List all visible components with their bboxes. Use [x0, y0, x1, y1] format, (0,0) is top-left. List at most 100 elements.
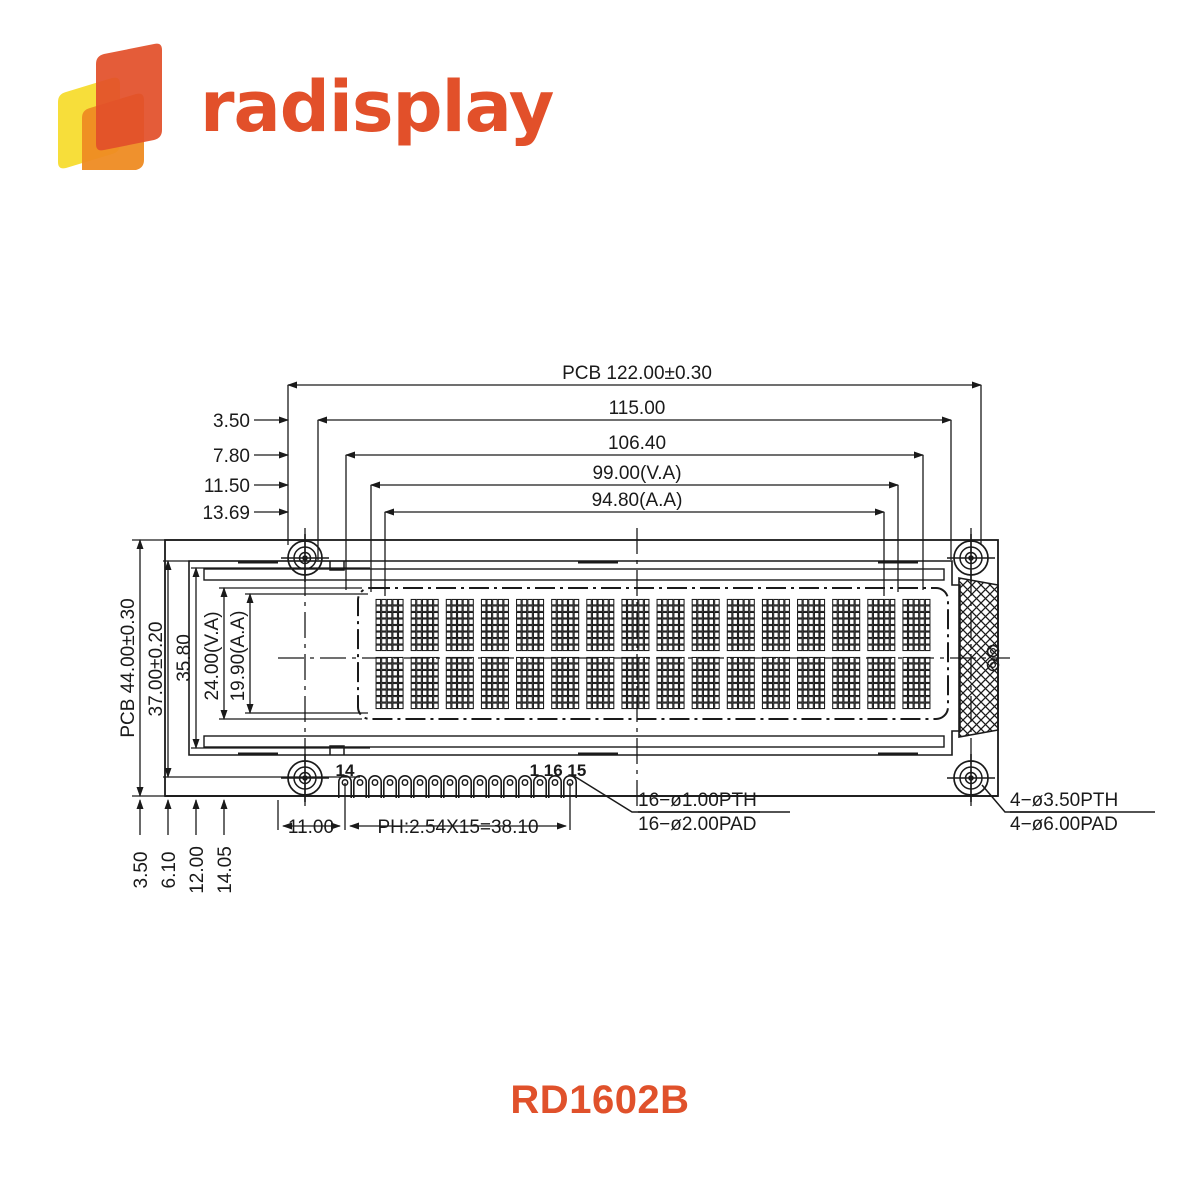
matrix-dot: [573, 618, 580, 625]
matrix-dot: [392, 683, 398, 690]
matrix-dot: [913, 683, 920, 690]
matrix-dot: [410, 618, 417, 625]
dim-window-height: 35.80: [174, 634, 195, 682]
matrix-dot: [527, 611, 533, 619]
matrix-dot: [562, 663, 568, 670]
matrix-dot: [738, 689, 744, 697]
matrix-dot: [889, 696, 896, 703]
matrix-dot: [656, 605, 663, 612]
pin-pad: [398, 775, 412, 798]
matrix-dot: [492, 618, 498, 625]
matrix-dot: [492, 702, 498, 710]
matrix-dot: [837, 676, 844, 683]
matrix-dot: [702, 689, 709, 697]
matrix-dot: [562, 605, 568, 612]
matrix-dot: [468, 638, 474, 645]
matrix-dot: [808, 676, 814, 683]
matrix-dot: [784, 631, 790, 639]
matrix-dot: [884, 696, 890, 703]
character-cell: [445, 656, 474, 710]
matrix-dot: [843, 669, 849, 677]
matrix-dot: [591, 605, 598, 612]
matrix-dot: [568, 625, 574, 632]
matrix-dot: [551, 683, 557, 690]
matrix-dot: [872, 676, 879, 683]
matrix-dot: [778, 683, 785, 690]
character-cell: [586, 598, 615, 652]
matrix-dot: [497, 611, 504, 619]
matrix-dot: [749, 618, 755, 625]
matrix-dot: [627, 696, 633, 703]
matrix-dot: [854, 702, 861, 710]
matrix-dot: [702, 631, 709, 639]
matrix-dot: [702, 669, 709, 677]
matrix-dot: [532, 638, 539, 645]
matrix-dot: [521, 663, 528, 670]
matrix-dot: [889, 631, 896, 639]
matrix-dot: [503, 669, 509, 677]
matrix-dot: [643, 631, 650, 639]
pin-pitch-dimensions: [277, 783, 571, 830]
matrix-dot: [492, 605, 498, 612]
matrix-dot: [749, 611, 755, 619]
matrix-dot: [849, 676, 855, 683]
matrix-dot: [643, 618, 650, 625]
matrix-dot: [468, 598, 474, 606]
matrix-dot: [749, 631, 755, 639]
matrix-dot: [773, 683, 779, 690]
matrix-dot: [854, 683, 861, 690]
matrix-dot: [924, 663, 931, 670]
matrix-dot: [761, 598, 768, 606]
matrix-dot: [697, 669, 703, 677]
matrix-dot: [778, 625, 785, 632]
matrix-dot: [667, 631, 674, 639]
matrix-dot: [738, 598, 744, 606]
matrix-dot: [662, 663, 668, 670]
matrix-dot: [591, 631, 598, 639]
matrix-dot: [521, 676, 528, 683]
matrix-dot: [516, 605, 522, 612]
matrix-dot: [433, 618, 439, 625]
matrix-dot: [375, 625, 382, 632]
matrix-dot: [708, 631, 715, 639]
matrix-dot: [597, 631, 604, 639]
matrix-dot: [837, 605, 844, 612]
matrix-dot: [468, 611, 474, 619]
matrix-dot: [797, 598, 803, 606]
matrix-dot: [386, 644, 393, 652]
matrix-dot: [832, 689, 838, 697]
matrix-dot: [562, 676, 568, 683]
matrix-dot: [767, 638, 774, 645]
matrix-dot: [902, 598, 908, 606]
matrix-dot: [778, 611, 785, 619]
matrix-dot: [849, 618, 855, 625]
matrix-dot: [662, 605, 668, 612]
matrix-dot: [778, 663, 785, 670]
matrix-dot: [386, 702, 393, 710]
matrix-dot: [656, 676, 663, 683]
matrix-dot: [778, 676, 785, 683]
matrix-dot: [919, 631, 925, 639]
matrix-dot: [708, 638, 715, 645]
matrix-dot: [778, 689, 785, 697]
matrix-dot: [556, 598, 563, 606]
matrix-dot: [726, 611, 733, 619]
matrix-dot: [889, 611, 896, 619]
matrix-dot: [516, 618, 522, 625]
matrix-dot: [551, 676, 557, 683]
matrix-dot: [784, 683, 790, 690]
matrix-dot: [586, 644, 592, 652]
matrix-dot: [608, 676, 615, 683]
matrix-dot: [749, 663, 755, 670]
matrix-dot: [492, 598, 498, 606]
matrix-dot: [802, 689, 809, 697]
matrix-dot: [673, 631, 679, 639]
matrix-dot: [556, 696, 563, 703]
matrix-dot: [773, 644, 779, 652]
matrix-dot: [398, 702, 404, 710]
matrix-dot: [673, 611, 679, 619]
matrix-dot: [457, 605, 463, 612]
matrix-dot: [773, 625, 779, 632]
matrix-dot: [433, 605, 439, 612]
matrix-dot: [854, 638, 861, 645]
